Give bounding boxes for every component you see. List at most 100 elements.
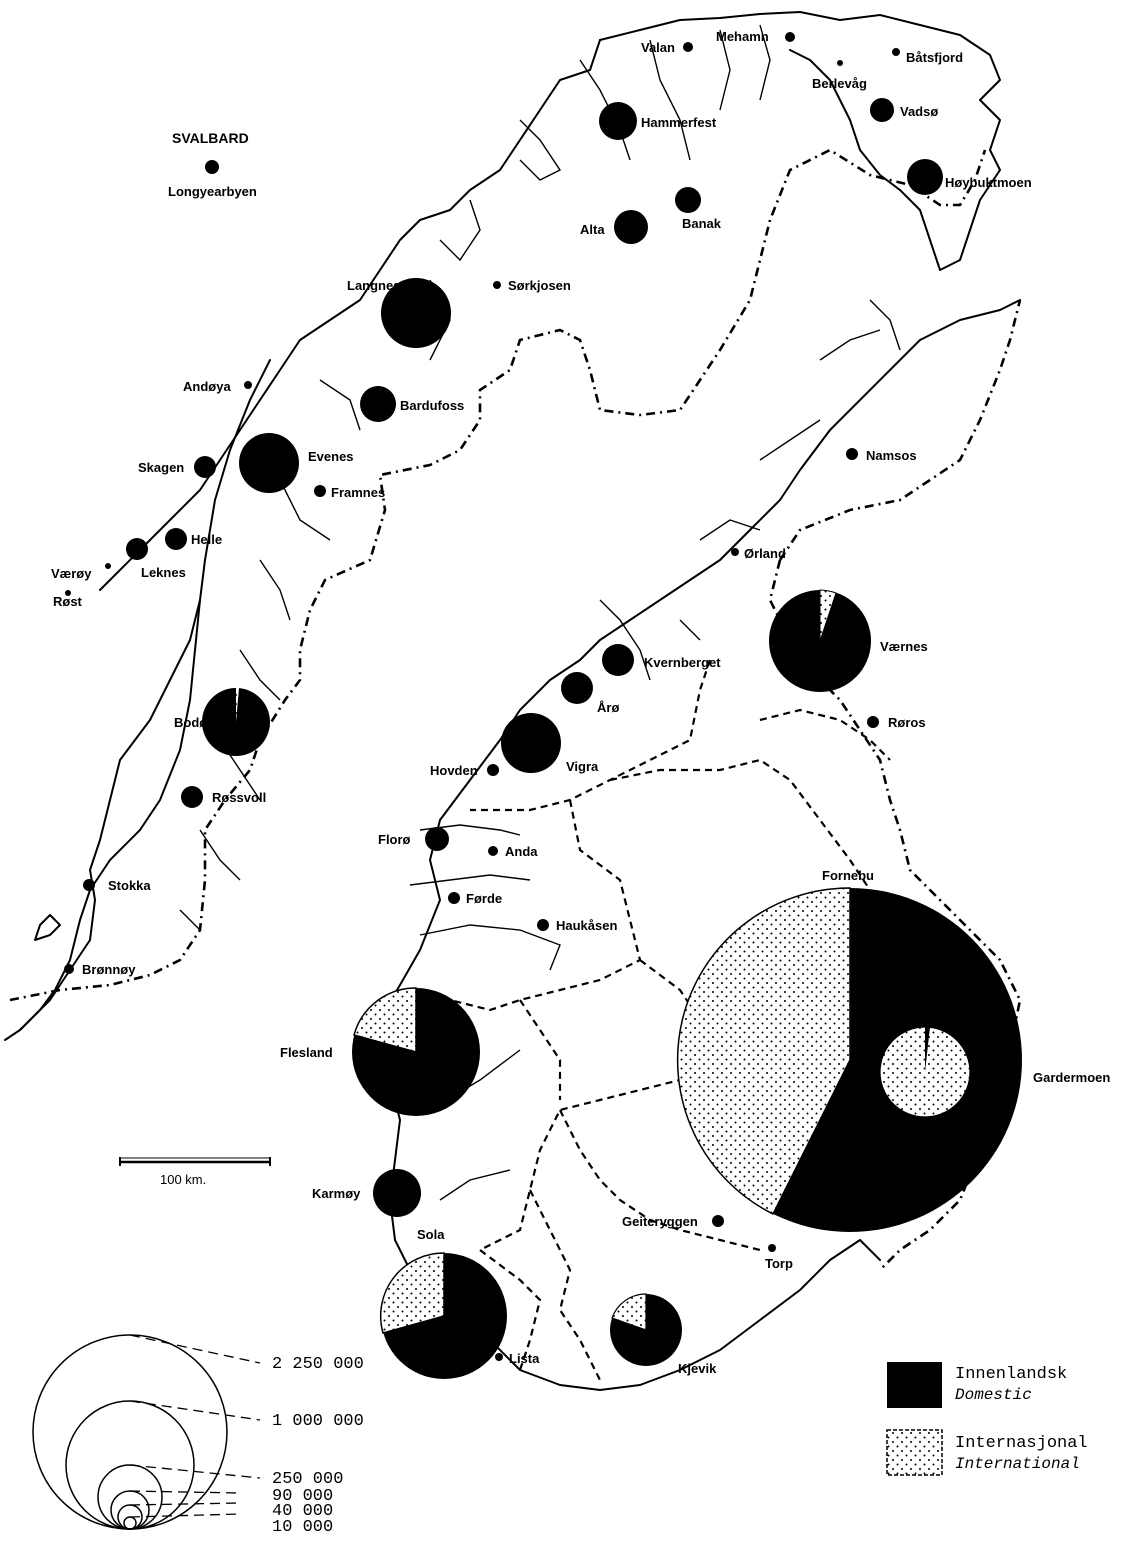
- label-framnes: Framnes: [331, 485, 385, 500]
- airport-circle: [126, 538, 148, 560]
- label-lista: Lista: [509, 1351, 540, 1366]
- label-evenes: Evenes: [308, 449, 354, 464]
- label-leknes: Leknes: [141, 565, 186, 580]
- pie-gardermoen-domestic: [925, 1026, 930, 1072]
- size-legend-value: 10 000: [272, 1518, 333, 1537]
- label-andoya: Andøya: [183, 379, 231, 394]
- label-kvernberget: Kvernberget: [644, 655, 721, 670]
- airport-dots: [64, 32, 900, 1361]
- legend-domestic-english: Domestic: [955, 1386, 1032, 1404]
- airport-circles: [126, 98, 943, 1217]
- airport-dot: [867, 716, 879, 728]
- county-borders: [419, 659, 891, 1381]
- airport-dot: [65, 590, 71, 596]
- label-alta: Alta: [580, 222, 605, 237]
- label-torp: Torp: [765, 1256, 793, 1271]
- airport-dot: [537, 919, 549, 931]
- label-orland: Ørland: [744, 546, 786, 561]
- airport-circle: [561, 672, 593, 704]
- legend-swatch-domestic: [887, 1362, 942, 1408]
- category-legend: Innenlandsk Domestic Internasjonal Inter…: [886, 1362, 1088, 1476]
- label-kjevik: Kjevik: [678, 1361, 717, 1376]
- airport-pies: [202, 278, 1022, 1379]
- legend-swatch-international: [886, 1429, 943, 1476]
- pie-sola-international: [379, 1252, 445, 1334]
- region-label-svalbard: SVALBARD: [172, 130, 249, 146]
- label-namsos: Namsos: [866, 448, 917, 463]
- label-roros: Røros: [888, 715, 926, 730]
- pie-kjevik-international: [611, 1293, 647, 1331]
- label-banak: Banak: [682, 216, 722, 231]
- size-legend: 2 250 000 1 000 000 250 000 90 000 40 00…: [32, 1334, 364, 1537]
- label-haukasen: Haukåsen: [556, 918, 617, 933]
- airport-dot: [488, 846, 498, 856]
- airport-dot: [683, 42, 693, 52]
- label-mehamn: Mehamn: [716, 29, 769, 44]
- airport-dot: [731, 548, 739, 556]
- size-legend-value: 40 000: [272, 1502, 333, 1521]
- airport-dot: [495, 1353, 503, 1361]
- airport-dot: [785, 32, 795, 42]
- label-stokka: Stokka: [108, 878, 151, 893]
- label-longyearbyen: Longyearbyen: [168, 184, 257, 199]
- label-skagen: Skagen: [138, 460, 184, 475]
- airport-circle: [599, 102, 637, 140]
- scale-bar-label: 100 km.: [160, 1172, 206, 1187]
- pie-fornebu-international: [676, 887, 851, 1216]
- airport-circle: [165, 528, 187, 550]
- label-forde: Førde: [466, 891, 502, 906]
- size-legend-value: 2 250 000: [272, 1355, 364, 1374]
- label-anda: Anda: [505, 844, 538, 859]
- airport-circle: [675, 187, 701, 213]
- pie-vigra: [501, 713, 561, 773]
- pie-langnes: [381, 278, 451, 348]
- airport-circle: [602, 644, 634, 676]
- label-varoy: Værøy: [51, 566, 92, 581]
- size-legend-value: 1 000 000: [272, 1412, 364, 1431]
- label-batsfjord: Båtsfjord: [906, 50, 963, 65]
- airport-circle: [425, 827, 449, 851]
- airport-dot: [64, 964, 74, 974]
- airport-labels: SVALBARD Longyearbyen Valan Mehamn Berle…: [51, 29, 1110, 1376]
- label-varnes: Værnes: [880, 639, 928, 654]
- label-karmoy: Karmøy: [312, 1186, 361, 1201]
- legend-domestic-norwegian: Innenlandsk: [955, 1365, 1067, 1384]
- label-helle: Helle: [191, 532, 222, 547]
- size-legend-value: 90 000: [272, 1487, 333, 1506]
- airport-circle: [870, 98, 894, 122]
- airport-circle: [907, 159, 943, 195]
- airport-dot: [487, 764, 499, 776]
- airport-dot: [892, 48, 900, 56]
- label-fornebu: Fornebu: [822, 868, 874, 883]
- label-flesland: Flesland: [280, 1045, 333, 1060]
- pie-varnes-international: [819, 589, 837, 642]
- label-berlevag: Berlevåg: [812, 76, 867, 91]
- airport-dot: [768, 1244, 776, 1252]
- label-gardermoen: Gardermoen: [1033, 1070, 1110, 1085]
- label-langnes: Langnes: [347, 278, 400, 293]
- airport-dot: [493, 281, 501, 289]
- label-hammerfest: Hammerfest: [641, 115, 717, 130]
- label-bronnoy: Brønnøy: [82, 962, 136, 977]
- airport-dot: [83, 879, 95, 891]
- airport-dot: [448, 892, 460, 904]
- label-vigra: Vigra: [566, 759, 599, 774]
- label-vadso: Vadsø: [900, 104, 938, 119]
- airport-dot: [837, 60, 843, 66]
- airport-dot: [712, 1215, 724, 1227]
- legend-international-norwegian: Internasjonal: [955, 1434, 1088, 1453]
- label-hoybuktmoen: Høybuktmoen: [945, 175, 1032, 190]
- label-sorkjosen: Sørkjosen: [508, 278, 571, 293]
- size-legend-value: 250 000: [272, 1470, 343, 1489]
- scale-bar: 100 km.: [119, 1157, 271, 1187]
- airport-circle: [373, 1169, 421, 1217]
- airport-circle: [181, 786, 203, 808]
- pie-bodo-international: [236, 687, 239, 722]
- airport-dot: [846, 448, 858, 460]
- label-geiteryggen: Geiteryggen: [622, 1214, 698, 1229]
- airport-circle: [194, 456, 216, 478]
- airport-circle: [614, 210, 648, 244]
- label-bardufoss: Bardufoss: [400, 398, 464, 413]
- airport-dot: [205, 160, 219, 174]
